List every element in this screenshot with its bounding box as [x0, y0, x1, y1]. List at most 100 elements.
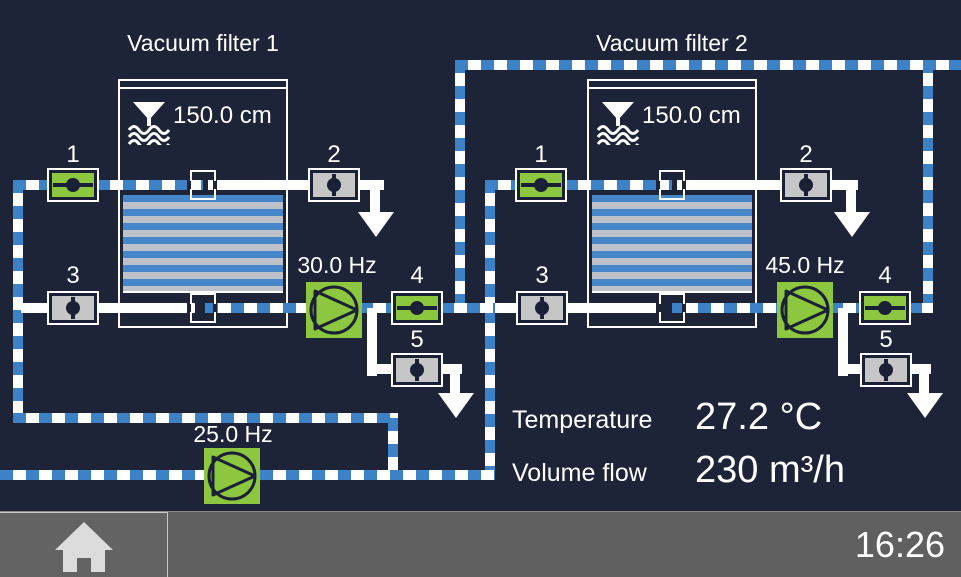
filter1-valve4[interactable] — [391, 291, 443, 325]
valve-dot — [66, 178, 80, 192]
filter1-valve4-number: 4 — [410, 262, 424, 289]
pipe-gap — [187, 302, 191, 314]
pipe-gap — [213, 302, 217, 314]
pipe-f1-valve5-branch — [367, 308, 377, 376]
pipe-f1-valve5-out — [441, 364, 462, 374]
water-level-icon — [596, 102, 640, 145]
pipe-f2-valve1-feed — [485, 180, 517, 190]
filter2-pump-frequency: 45.0 Hz — [765, 252, 845, 278]
drain-arrow-icon — [358, 212, 394, 237]
filter1-pump-frequency: 30.0 Hz — [297, 252, 377, 278]
filter2-outlet-bracket — [659, 312, 685, 323]
filter2-tank-lid — [587, 87, 757, 89]
pipe-return-drop — [388, 418, 398, 480]
pipe-f1-valve5-dropleg — [450, 370, 460, 394]
filter2-outlet-bracket — [659, 293, 685, 304]
filter2-valve2-number: 2 — [799, 141, 813, 168]
pipe-gap — [682, 179, 686, 191]
filter2-valve1[interactable] — [515, 168, 567, 202]
pipe-f1-valve3-to-tank — [97, 303, 195, 313]
home-icon — [54, 521, 113, 572]
recirculation-pump[interactable] — [204, 448, 260, 504]
valve-dot — [327, 178, 341, 192]
pipe-f1-tank-to-valve2 — [208, 180, 310, 190]
filter1-filter-media — [123, 195, 283, 291]
valve-dot — [410, 301, 424, 315]
volume-flow-label: Volume flow — [512, 459, 647, 487]
pipe-gap — [213, 179, 217, 191]
filter2-valve3-number: 3 — [535, 262, 549, 289]
pipe-f1-valve5-in — [367, 364, 393, 374]
filter2-pump[interactable] — [777, 282, 833, 338]
pump-icon — [309, 285, 359, 335]
pipe-gap — [656, 302, 660, 314]
filter2-inlet-bracket — [659, 189, 685, 200]
pipe-gap — [187, 179, 191, 191]
pipe-f2-valve4-out — [909, 303, 933, 313]
drain-arrow-icon — [834, 212, 870, 237]
drain-arrow-icon — [438, 393, 474, 418]
temperature-value: 27.2 °C — [695, 396, 823, 438]
filter2-valve5[interactable] — [860, 353, 912, 387]
pipe-return-horizontal — [13, 413, 398, 423]
filter1-tank-lid — [118, 87, 288, 89]
filter1-outlet-bracket — [190, 312, 216, 323]
temperature-label: Temperature — [512, 406, 653, 434]
drain-arrow-icon — [907, 393, 943, 418]
pipe-center-riser — [485, 180, 495, 480]
pipe-f2-valve1-to-tank — [565, 180, 672, 190]
pipe-f1-valve3-left — [21, 303, 49, 313]
pipe-f2-valve5-out — [910, 364, 931, 374]
pipe-f2-valve2-dropleg — [846, 185, 856, 213]
pipe-f2-valve3-left — [495, 303, 518, 313]
filter1-level-value: 150.0 cm — [173, 102, 272, 129]
filter1-title: Vacuum filter 1 — [127, 30, 279, 56]
water-level-icon — [127, 102, 171, 145]
valve-dot — [879, 363, 893, 377]
valve-dot — [66, 301, 80, 315]
pipe-f2-tank-to-pump — [672, 303, 778, 313]
volume-flow-value: 230 m³/h — [695, 449, 845, 491]
filter2-valve1-number: 1 — [534, 141, 548, 168]
filter1-valve2[interactable] — [308, 168, 360, 202]
pipe-f1-valve1-to-tank — [97, 180, 203, 190]
valve-dot — [534, 178, 548, 192]
filter2-title: Vacuum filter 2 — [596, 30, 748, 56]
filter1-pump[interactable] — [306, 282, 362, 338]
pipe-f2-valve5-dropleg — [919, 370, 929, 394]
pipe-f2-tank-to-valve2 — [677, 180, 782, 190]
pipe-f2-valve5-in — [838, 364, 862, 374]
filter1-valve1-number: 1 — [66, 141, 80, 168]
pipe-top-header — [455, 60, 961, 70]
filter2-media-underline — [592, 291, 752, 293]
pump-icon — [207, 451, 257, 501]
pipe-f1-valve2-dropleg — [370, 185, 380, 213]
filter2-valve5-number: 5 — [879, 326, 893, 353]
pipe-f2-valve5-branch — [838, 308, 848, 376]
filter2-valve2[interactable] — [780, 168, 832, 202]
pipe-gap — [682, 302, 686, 314]
home-button[interactable] — [0, 512, 168, 577]
filter1-valve3-number: 3 — [66, 262, 80, 289]
filter1-valve5-number: 5 — [410, 326, 424, 353]
filter1-media-underline — [123, 291, 283, 293]
filter2-valve4[interactable] — [859, 291, 911, 325]
status-bar: 16:26 — [0, 511, 961, 577]
pipe-header-drop-right — [923, 60, 933, 313]
pipe-f1-valve1-feed — [13, 180, 49, 190]
filter2-valve3[interactable] — [516, 291, 568, 325]
filter2-inlet-bracket — [659, 170, 685, 181]
filter1-outlet-bracket — [190, 293, 216, 304]
filter1-tank: 150.0 cm — [118, 79, 288, 328]
filter1-valve1[interactable] — [47, 168, 99, 202]
pipe-f1-valve4-out — [441, 303, 495, 313]
filter1-valve5[interactable] — [391, 353, 443, 387]
filter1-valve2-number: 2 — [327, 141, 341, 168]
filter2-filter-media — [592, 195, 752, 291]
clock: 16:26 — [854, 523, 945, 565]
filter2-level-value: 150.0 cm — [642, 102, 741, 129]
valve-dot — [535, 301, 549, 315]
filter1-inlet-bracket — [190, 189, 216, 200]
filter1-valve3[interactable] — [47, 291, 99, 325]
